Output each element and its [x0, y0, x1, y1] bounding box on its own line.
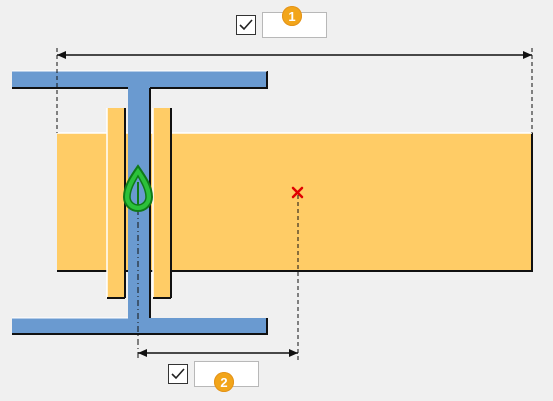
dimension-2-badge-label: 2 [220, 374, 228, 390]
dimension-1-badge: 1 [282, 6, 302, 26]
stiffener-left [106, 108, 126, 299]
checkmark-icon [239, 19, 253, 31]
dimension-line-top [56, 48, 533, 133]
dimension-1-badge-label: 1 [288, 8, 296, 24]
checkmark-icon [171, 368, 185, 380]
grip-icon[interactable] [122, 164, 154, 212]
x-icon [291, 186, 304, 199]
stiffener-right [152, 108, 172, 299]
dimension-2-badge: 2 [214, 372, 234, 392]
i-beam-profile [12, 70, 268, 335]
dimension-1-checkbox[interactable] [236, 15, 256, 35]
dimension-2-checkbox[interactable] [168, 364, 188, 384]
